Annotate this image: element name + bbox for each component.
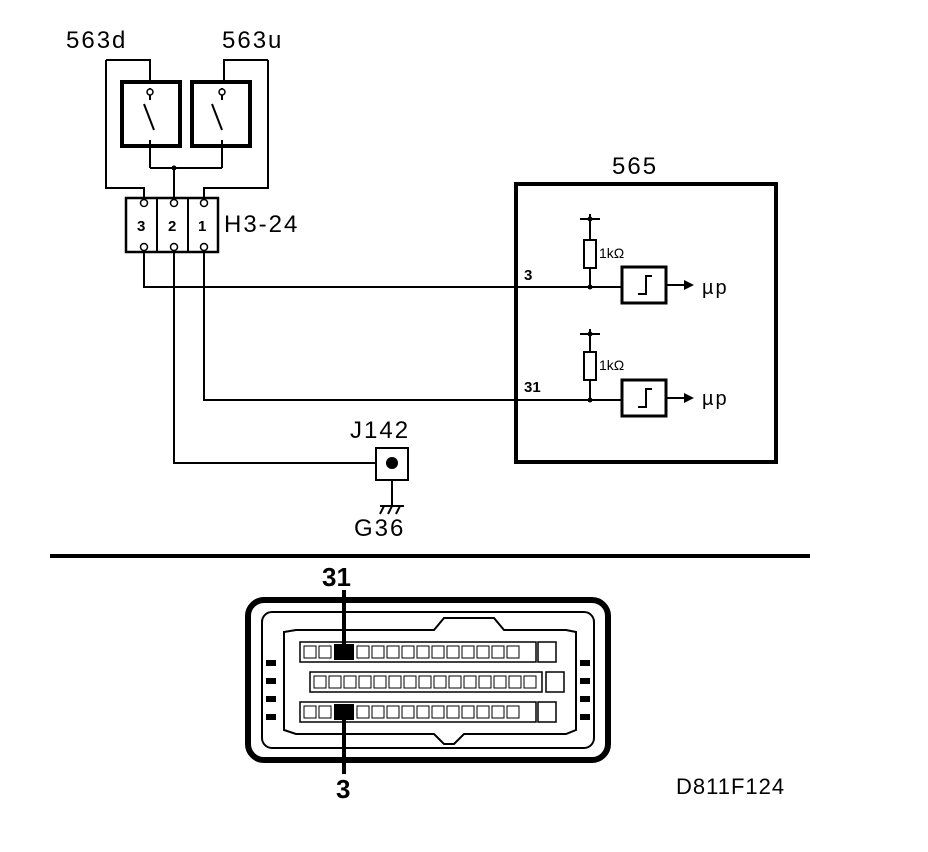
resistor-a xyxy=(583,239,597,269)
connector-pin-3: 3 xyxy=(137,218,145,235)
wire-pin2-to-j142 xyxy=(173,252,378,464)
wire-pin1-to-565 xyxy=(203,252,516,401)
schmitt-trigger-b xyxy=(620,378,668,418)
schmitt-trigger-a xyxy=(620,265,668,305)
label-g36: G36 xyxy=(354,515,405,542)
label-563u: 563u xyxy=(222,27,283,54)
switch-563u xyxy=(190,59,268,168)
wire-563u-pin1 xyxy=(203,60,269,198)
switch-563d xyxy=(106,59,182,168)
drawing-code: D811F124 xyxy=(676,774,785,799)
ecu-pin-31-label: 31 xyxy=(322,562,351,592)
label-563d: 563d xyxy=(66,27,127,54)
module-565 xyxy=(514,182,778,464)
label-j142: J142 xyxy=(350,417,410,444)
wire-563d-pin3 xyxy=(105,60,145,198)
resistor-b-label: 1kΩ xyxy=(599,357,624,373)
wire-pin3-to-565 xyxy=(143,252,516,288)
module-pin-3: 3 xyxy=(524,267,532,284)
output-b-label: µp xyxy=(702,388,729,410)
module-pin-31: 31 xyxy=(524,379,541,396)
ecu-connector-view xyxy=(245,597,611,763)
resistor-b xyxy=(583,351,597,381)
connector-pin-2: 2 xyxy=(168,218,176,235)
label-h3-24: H3-24 xyxy=(224,211,299,238)
ecu-pin-3-label: 3 xyxy=(336,774,350,804)
output-a-label: µp xyxy=(702,277,729,299)
resistor-a-label: 1kΩ xyxy=(599,245,624,261)
connector-pin-1: 1 xyxy=(198,218,206,235)
label-565: 565 xyxy=(612,153,658,180)
connector-h3-24: 3 2 1 xyxy=(124,196,220,254)
